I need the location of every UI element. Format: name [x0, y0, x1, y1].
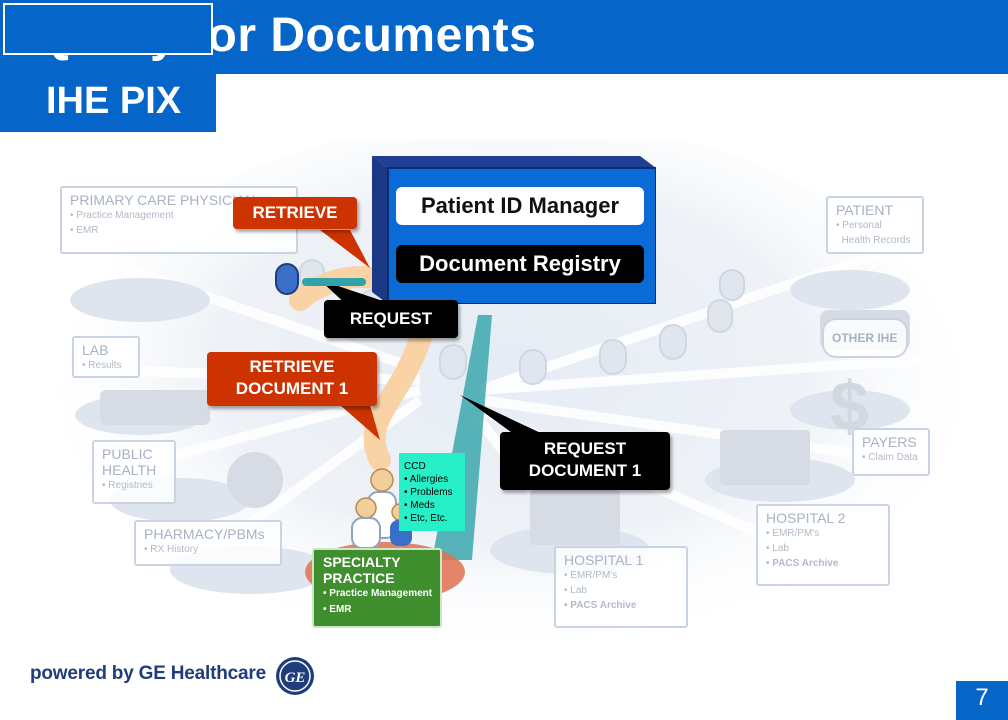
node-title-line2: HEALTH [102, 462, 157, 478]
node-item: • PACS Archive [564, 600, 637, 611]
node-title-line1: SPECIALTY [323, 554, 401, 570]
node-public-health: PUBLIC HEALTH • Registries [92, 440, 176, 504]
node-item: • Practice Management [70, 210, 174, 221]
node-title: PRIMARY CARE PHYSICIAN [70, 192, 256, 208]
retrieve-callout: RETRIEVE [233, 197, 357, 229]
subtitle-frame [3, 3, 213, 55]
document-registry-label: Document Registry [396, 245, 644, 283]
node-title-line2: PRACTICE [323, 570, 395, 586]
retrieve-document-callout: RETRIEVE DOCUMENT 1 [207, 352, 377, 406]
node-hospital-2: HOSPITAL 2 • EMR/PM's • Lab • PACS Archi… [756, 504, 890, 586]
callout-line1: REQUEST [543, 439, 627, 458]
node-item: • Practice Management [323, 588, 433, 599]
node-lab: LAB • Results [72, 336, 140, 378]
node-title: LAB [82, 342, 109, 358]
node-item: • Registries [102, 480, 153, 491]
ccd-title: CCD [404, 461, 426, 472]
callout-line2: DOCUMENT 1 [235, 379, 349, 398]
node-patient: PATIENT • Personal Health Records [826, 196, 924, 254]
node-item: • EMR [323, 604, 352, 615]
node-item: Health Records [841, 235, 911, 246]
node-pharmacy: PHARMACY/PBMs • RX History [134, 520, 282, 566]
patient-id-manager-label: Patient ID Manager [396, 187, 644, 225]
node-item: • EMR/PM's [766, 528, 820, 539]
ccd-item: • Allergies [404, 474, 449, 485]
node-payers: PAYERS • Claim Data [852, 428, 930, 476]
node-title: HOSPITAL 1 [564, 552, 644, 568]
callout-tails [275, 230, 545, 440]
callout-line2: DOCUMENT 1 [528, 461, 642, 480]
node-item: • PACS Archive [766, 558, 839, 569]
node-title: OTHER IHE [832, 331, 898, 345]
node-title: PHARMACY/PBMs [144, 526, 265, 542]
node-title: PATIENT [836, 202, 894, 218]
ge-logo-icon: GE [276, 657, 314, 695]
ccd-item: • Meds [404, 500, 435, 511]
ccd-note: CCD • Allergies • Problems • Meds • Etc,… [399, 453, 465, 531]
node-item: • Lab [766, 543, 789, 554]
node-title: PAYERS [862, 434, 917, 450]
node-item: • RX History [144, 544, 199, 555]
request-callout: REQUEST [324, 300, 458, 338]
node-item: • Claim Data [862, 452, 918, 463]
node-specialty-practice: SPECIALTY PRACTICE • Practice Management… [312, 548, 442, 628]
node-item: • Results [82, 360, 122, 371]
node-other-ihe: OTHER IHE [822, 318, 908, 358]
ccd-item: • Problems [404, 487, 453, 498]
node-item: • EMR [70, 225, 99, 236]
node-item: • Personal [836, 220, 882, 231]
node-title-line1: PUBLIC [102, 446, 153, 462]
subtitle: IHE PIX [46, 80, 182, 122]
page-number: 7 [975, 684, 989, 711]
callout-line1: RETRIEVE [249, 357, 335, 376]
node-item: • Lab [564, 585, 587, 596]
request-document-callout: REQUEST DOCUMENT 1 [500, 432, 670, 490]
node-title: HOSPITAL 2 [766, 510, 846, 526]
node-hospital-1: HOSPITAL 1 • EMR/PM's • Lab • PACS Archi… [554, 546, 688, 628]
powered-by-text: powered by GE Healthcare [30, 663, 266, 684]
ge-logo-text: GE [285, 670, 306, 686]
page-number-box [956, 681, 1008, 720]
doctors-icon [351, 468, 412, 548]
ccd-item: • Etc, Etc. [404, 513, 448, 524]
node-item: • EMR/PM's [564, 570, 618, 581]
subtitle-box [0, 74, 216, 132]
